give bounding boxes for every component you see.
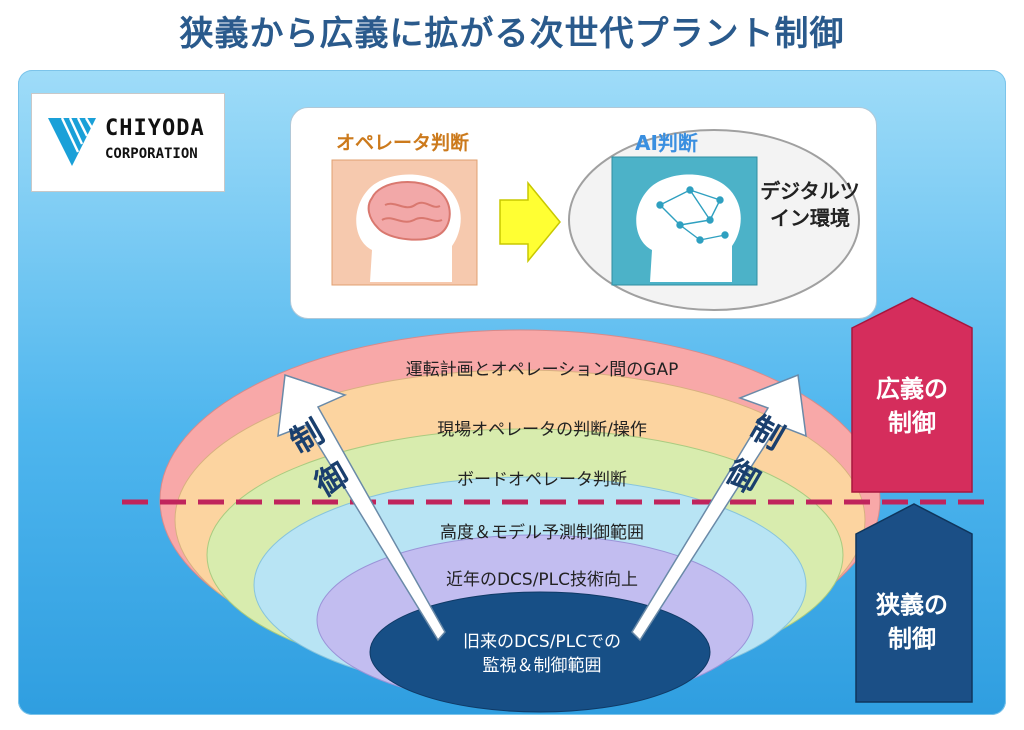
layer-legacy-dcs bbox=[369, 591, 711, 713]
left-control-arrow bbox=[277, 373, 446, 642]
legacy-line-2: 監視＆制御範囲 bbox=[482, 656, 602, 676]
narrow-label-line-1: 狭義の bbox=[876, 591, 948, 619]
right-control-arrow bbox=[631, 373, 807, 642]
wide-label-line-2: 制御 bbox=[888, 409, 936, 437]
digital-twin-label: デジタルツイン環境 bbox=[760, 179, 860, 230]
layer-legacy-dcs-label: 旧来のDCS/PLCでの 監視＆制御範囲 bbox=[392, 630, 692, 678]
logo-text-line2: CORPORATION bbox=[105, 146, 198, 162]
logo-text-line1: CHIYODA bbox=[105, 116, 205, 141]
ai-judgment-label: AI判断 bbox=[635, 131, 698, 155]
logo: CHIYODA CORPORATION bbox=[31, 93, 225, 192]
layer-advanced-control-label: 高度＆モデル予測制御範囲 bbox=[440, 523, 644, 543]
narrow-label-line-2: 制御 bbox=[888, 625, 936, 653]
narrow-control-label: 狭義の 制御 bbox=[857, 588, 967, 656]
layer-board-operator-label: ボードオペレータ判断 bbox=[457, 470, 627, 490]
layer-field-operator-label: 現場オペレータの判断/操作 bbox=[437, 420, 647, 440]
chiyoda-logo-icon bbox=[48, 117, 96, 166]
layer-gap-label: 運転計画とオペレーション間のGAP bbox=[405, 360, 679, 380]
page-title: 狭義から広義に拡がる次世代プラント制御 bbox=[179, 14, 845, 54]
wide-control-arrow bbox=[851, 297, 973, 493]
layer-dcs-improvement-label: 近年のDCS/PLC技術向上 bbox=[445, 570, 639, 590]
wide-control-label: 広義の 制御 bbox=[857, 372, 967, 440]
narrow-control-arrow bbox=[855, 503, 973, 703]
operator-judgment-label: オペレータ判断 bbox=[336, 132, 470, 154]
wide-label-line-1: 広義の bbox=[876, 375, 948, 403]
legacy-line-1: 旧来のDCS/PLCでの bbox=[462, 632, 622, 652]
